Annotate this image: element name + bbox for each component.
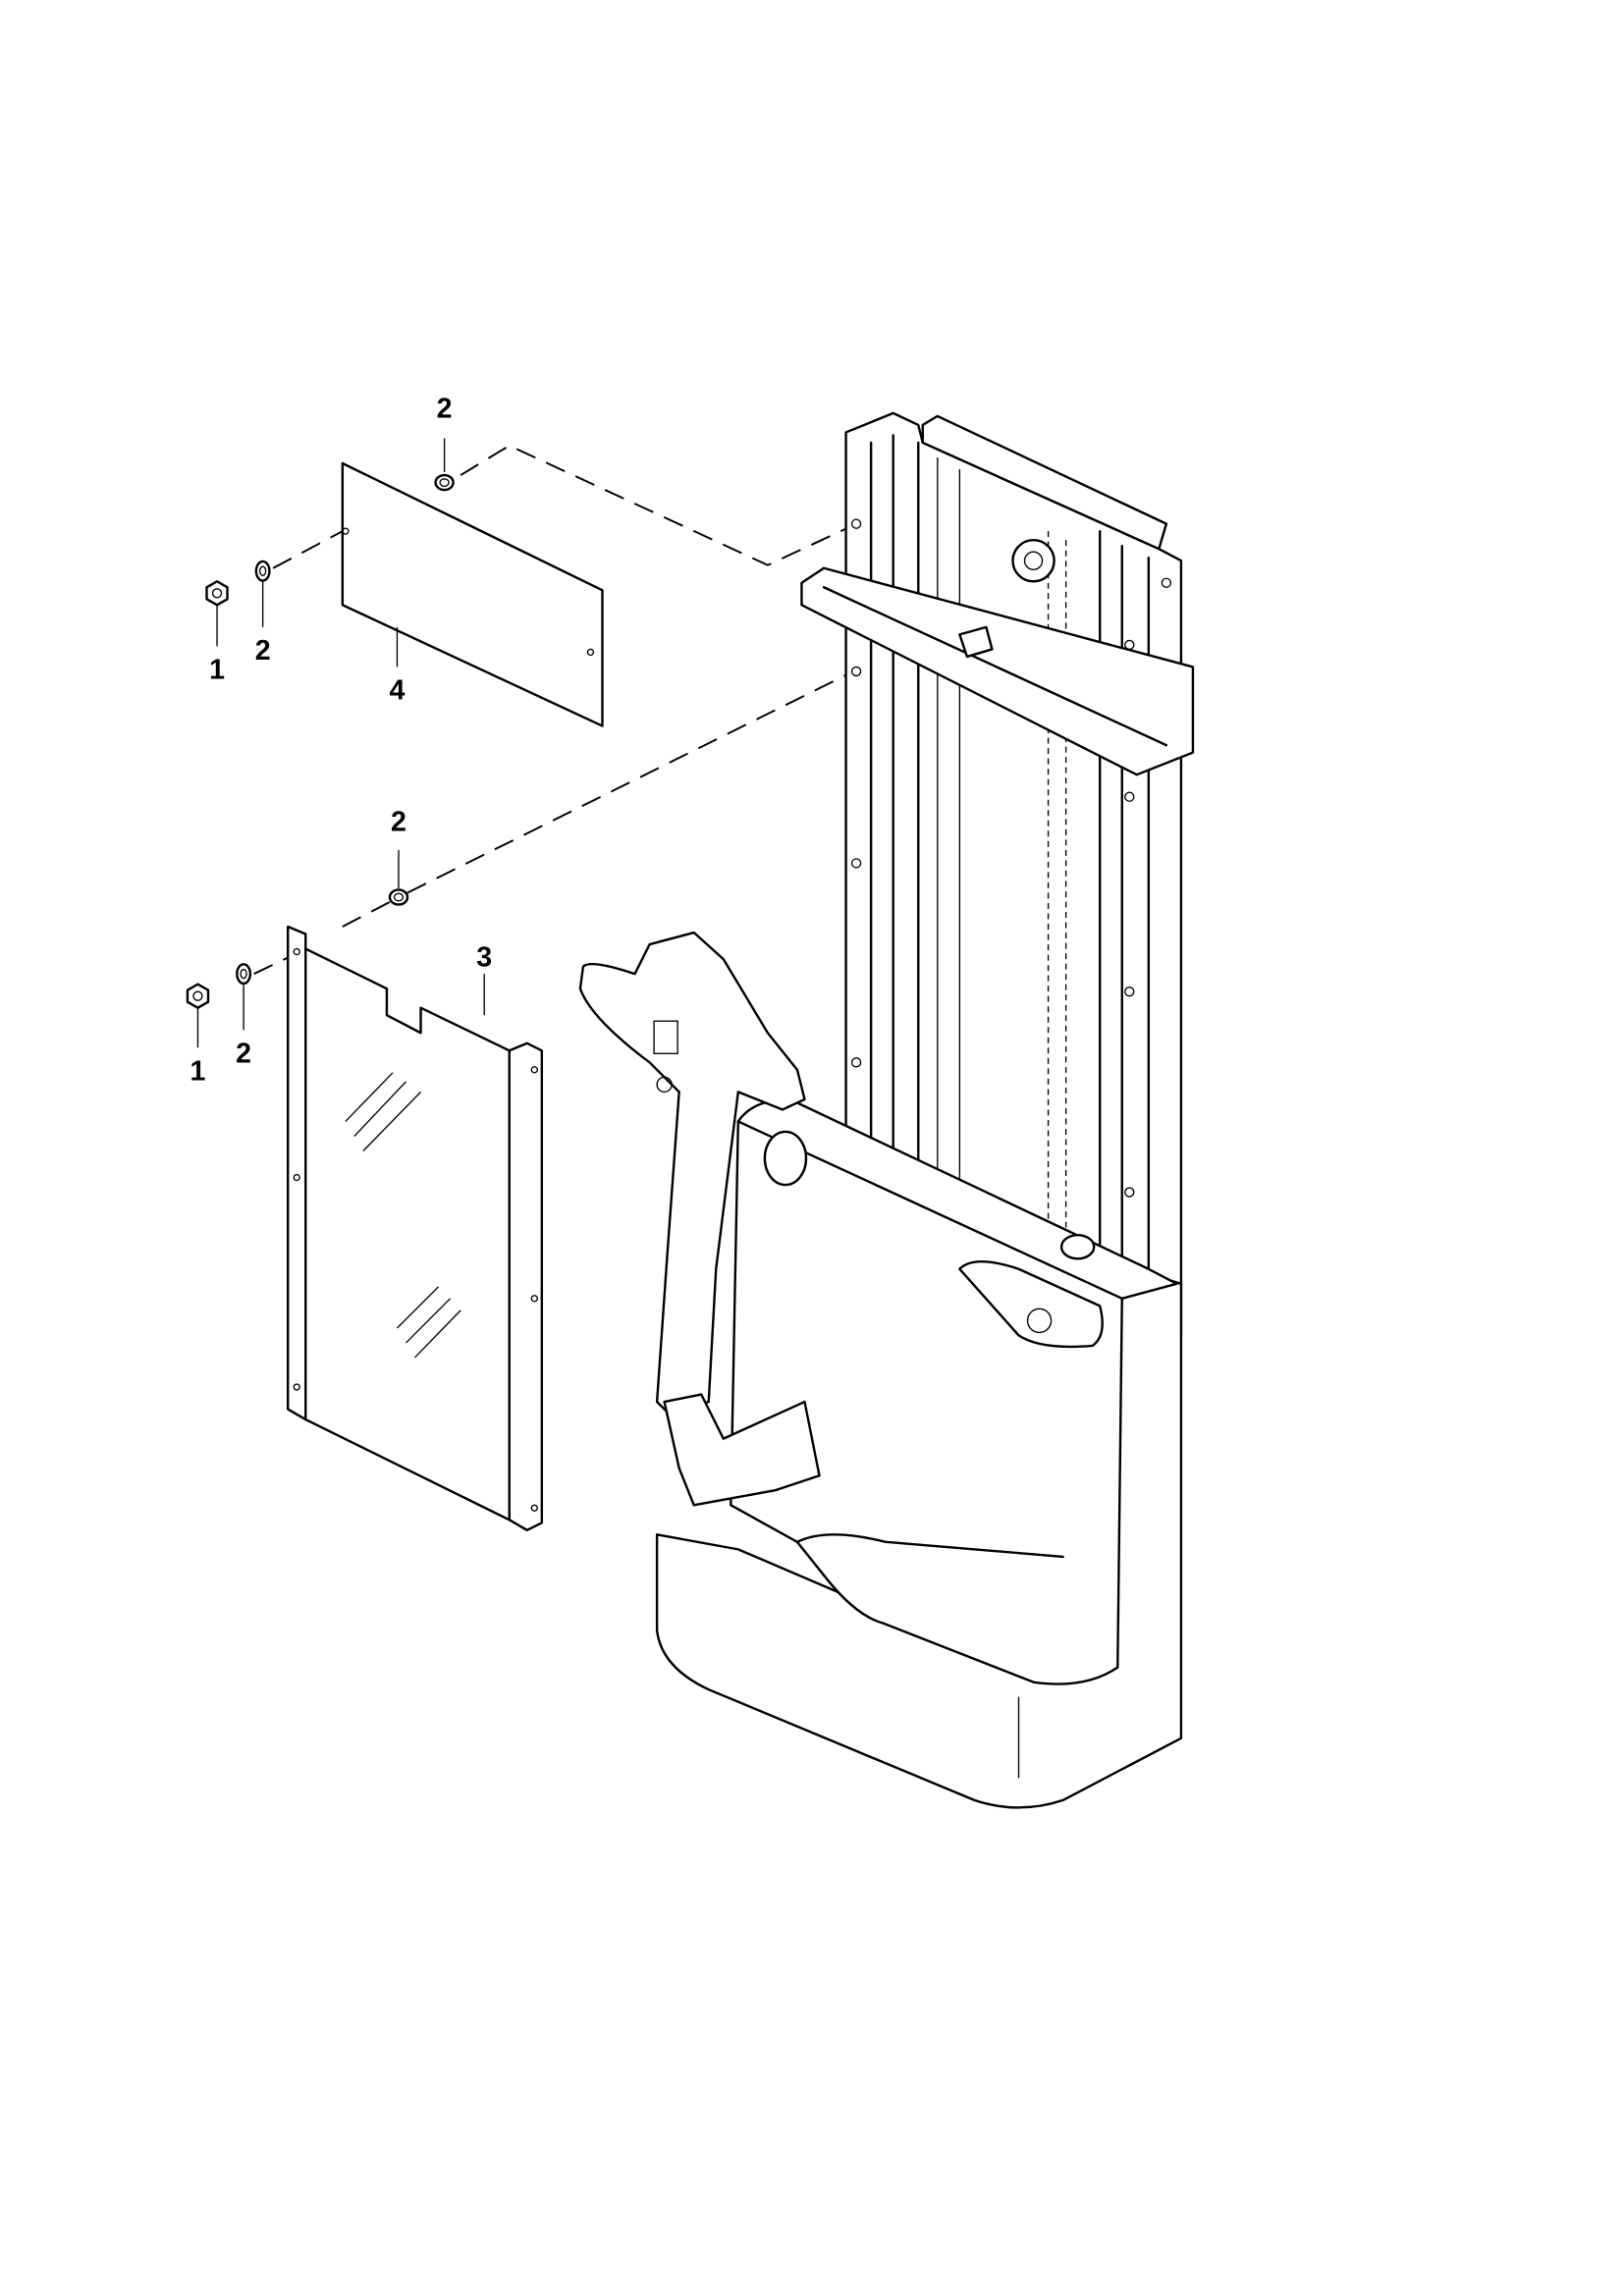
mast-assembly — [800, 411, 1195, 1366]
callout-label-upper-washer: 2 — [255, 635, 271, 667]
callout-leaders — [196, 438, 485, 1048]
callout-label-lower-panel: 3 — [476, 942, 492, 974]
top-washer — [434, 473, 455, 492]
callout-label-top-washer: 2 — [437, 393, 453, 424]
lower-nut — [186, 983, 210, 1009]
callout-label-upper-nut: 1 — [209, 654, 225, 685]
middle-washer — [388, 888, 409, 906]
callout-label-upper-panel: 4 — [390, 675, 406, 707]
lower-washer — [236, 963, 252, 986]
upper-washer — [254, 560, 271, 582]
callout-label-middle-washer: 2 — [391, 806, 406, 837]
callout-label-lower-washer: 2 — [236, 1038, 251, 1069]
upper-nut — [205, 580, 229, 607]
truck-body — [578, 931, 1183, 1809]
upper-panel — [341, 461, 604, 727]
assembly-guide-lines — [253, 444, 854, 976]
callout-label-lower-nut: 1 — [190, 1055, 206, 1087]
lower-panel — [287, 925, 544, 1532]
